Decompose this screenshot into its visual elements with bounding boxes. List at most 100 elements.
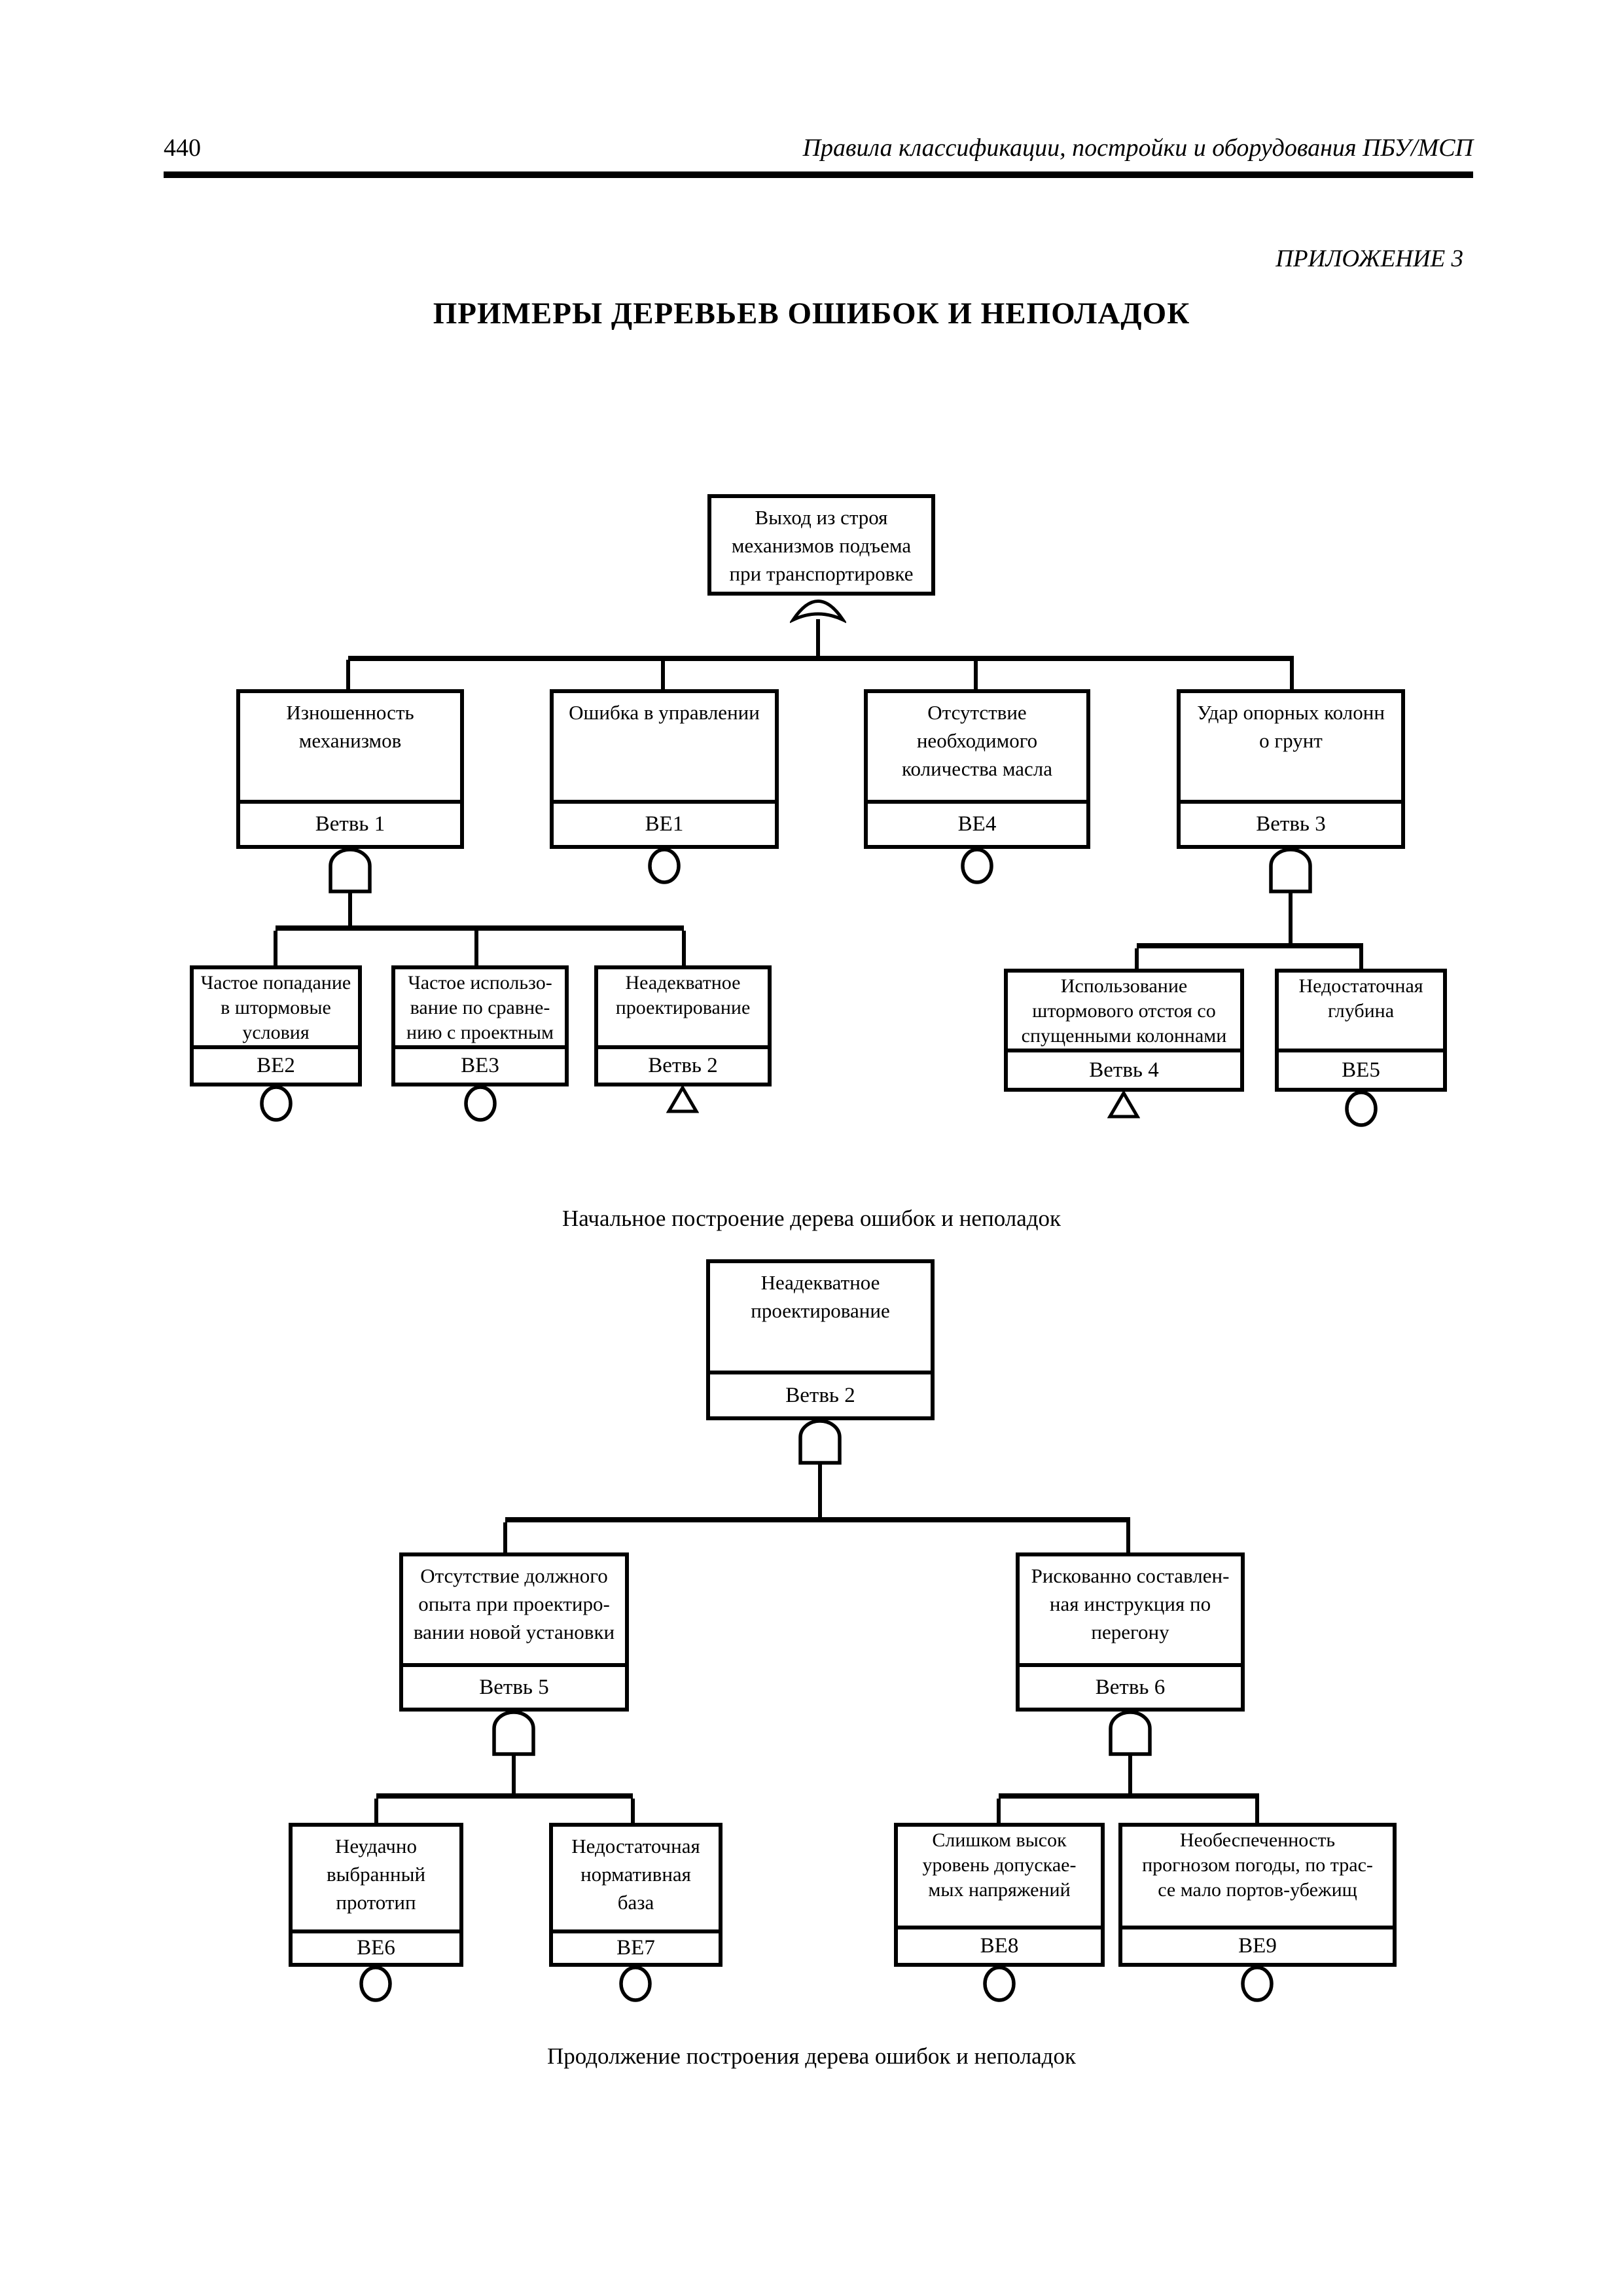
- node-label: Ветвь 2: [710, 1371, 931, 1416]
- node-label: ВЕ8: [898, 1926, 1101, 1963]
- tree1-node-be1: Ошибка в управлении ВЕ1: [550, 689, 779, 849]
- basic-event-circle-icon: [260, 1085, 293, 1122]
- connector-line: [974, 660, 978, 689]
- connector-line: [682, 931, 686, 965]
- connector-line: [1290, 660, 1294, 689]
- node-text: Слишком высок уровень допускае- мых напр…: [922, 1829, 1077, 1901]
- basic-event-circle-icon: [619, 1965, 652, 2002]
- tree1-node-be3: Частое использо- вание по сравне- нию с …: [391, 965, 569, 1086]
- running-title: Правила классификации, постройки и обору…: [802, 134, 1473, 162]
- basic-event-circle-icon: [961, 848, 993, 884]
- and-gate-icon: [1109, 1710, 1152, 1756]
- connector-line: [512, 1755, 516, 1796]
- connector-line: [661, 660, 665, 689]
- tree1-caption: Начальное построение дерева ошибок и неп…: [562, 1206, 1061, 1231]
- connector-line: [474, 931, 478, 965]
- connector-line: [346, 660, 350, 689]
- connector-line: [503, 1522, 507, 1552]
- or-gate-icon: [790, 600, 846, 623]
- tree1-node-vetv4: Использование штормового отстоя со спуще…: [1004, 969, 1244, 1092]
- and-gate-icon: [798, 1419, 842, 1465]
- connector-line: [1289, 892, 1293, 946]
- appendix-label: ПРИЛОЖЕНИЕ 3: [1275, 245, 1463, 272]
- and-gate-icon: [492, 1710, 535, 1756]
- node-text: Отсутствие должного опыта при проектиро-…: [413, 1564, 615, 1643]
- node-label: Ветвь 2: [598, 1045, 768, 1083]
- page-number: 440: [164, 134, 201, 162]
- basic-event-circle-icon: [464, 1085, 497, 1122]
- tree1-node-be4: Отсутствие необходимого количества масла…: [864, 689, 1090, 849]
- connector-line: [1126, 1522, 1130, 1552]
- node-label: ВЕ9: [1122, 1926, 1393, 1963]
- page-title: ПРИМЕРЫ ДЕРЕВЬЕВ ОШИБОК И НЕПОЛАДОК: [433, 296, 1190, 331]
- connector-line: [818, 1463, 822, 1520]
- node-text: Отсутствие необходимого количества масла: [902, 701, 1052, 780]
- transfer-triangle-icon: [666, 1085, 699, 1113]
- tree1-top-event-box: Выход из строя механизмов подъема при тр…: [707, 494, 935, 596]
- tree2-node-vetv6: Рискованно составлен- ная инструкция по …: [1016, 1552, 1245, 1712]
- connector-line: [348, 892, 352, 928]
- tree2-node-be7: Недостаточная нормативная база ВЕ7: [549, 1823, 722, 1967]
- node-label: Ветвь 5: [403, 1663, 625, 1708]
- node-label: ВЕ6: [293, 1929, 459, 1963]
- transfer-triangle-icon: [1107, 1090, 1140, 1119]
- node-text: Изношенность механизмов: [286, 701, 414, 752]
- connector-line: [374, 1799, 378, 1823]
- node-text: Рискованно составлен- ная инструкция по …: [1031, 1564, 1230, 1643]
- and-gate-icon: [1269, 848, 1312, 893]
- connector-line: [1135, 948, 1139, 969]
- node-text: Необеспеченность прогнозом погоды, по тр…: [1142, 1829, 1373, 1901]
- header-rule: [164, 171, 1473, 178]
- node-text: Частое использо- вание по сравне- нию с …: [406, 972, 554, 1043]
- node-label: Ветвь 6: [1020, 1663, 1241, 1708]
- connector-line: [1128, 1755, 1132, 1796]
- tree2-node-vetv5: Отсутствие должного опыта при проектиро-…: [399, 1552, 629, 1712]
- tree1-node-vetv2: Неадекватное проектирование Ветвь 2: [594, 965, 772, 1086]
- node-label: ВЕ3: [395, 1045, 565, 1083]
- node-text: Выход из строя механизмов подъема при тр…: [729, 506, 914, 585]
- node-text: Неадекватное проектирование: [751, 1271, 890, 1322]
- tree2-node-be8: Слишком высок уровень допускае- мых напр…: [894, 1823, 1105, 1967]
- node-text: Удар опорных колонн о грунт: [1197, 701, 1385, 752]
- node-label: Ветвь 1: [240, 800, 460, 845]
- tree1-node-vetv1: Изношенность механизмов Ветвь 1: [236, 689, 464, 849]
- connector-line: [348, 656, 1294, 661]
- node-label: ВЕ2: [194, 1045, 358, 1083]
- connector-line: [631, 1799, 635, 1823]
- connector-line: [505, 1517, 1130, 1522]
- tree1-node-vetv3: Удар опорных колонн о грунт Ветвь 3: [1177, 689, 1405, 849]
- tree1-node-be5: Недостаточная глубина ВЕ5: [1275, 969, 1447, 1092]
- connector-line: [274, 931, 277, 965]
- node-text: Недостаточная нормативная база: [571, 1835, 700, 1914]
- node-text: Неудачно выбранный прототип: [326, 1835, 426, 1914]
- tree2-node-be6: Неудачно выбранный прототип ВЕ6: [289, 1823, 463, 1967]
- tree2-caption: Продолжение построения дерева ошибок и н…: [546, 2043, 1076, 2069]
- connector-line: [376, 1793, 633, 1799]
- node-label: Ветвь 4: [1008, 1049, 1240, 1088]
- node-label: ВЕ5: [1279, 1049, 1443, 1088]
- basic-event-circle-icon: [648, 848, 681, 884]
- connector-line: [997, 1799, 1001, 1823]
- connector-line: [999, 1793, 1259, 1799]
- basic-event-circle-icon: [983, 1965, 1016, 2002]
- and-gate-icon: [329, 848, 372, 893]
- tree2-node-be9: Необеспеченность прогнозом погоды, по тр…: [1118, 1823, 1397, 1967]
- node-text: Частое попадание в штормовые условия: [200, 972, 351, 1043]
- tree1-node-be2: Частое попадание в штормовые условия ВЕ2: [190, 965, 362, 1086]
- connector-line: [276, 925, 684, 931]
- connector-line: [816, 619, 820, 658]
- basic-event-circle-icon: [1345, 1090, 1378, 1127]
- node-label: ВЕ7: [553, 1929, 719, 1963]
- connector-line: [1255, 1799, 1259, 1823]
- node-label: ВЕ4: [868, 800, 1086, 845]
- node-text: Использование штормового отстоя со спуще…: [1021, 975, 1227, 1047]
- node-label: Ветвь 3: [1181, 800, 1401, 845]
- node-text: Недостаточная глубина: [1298, 975, 1423, 1022]
- node-label: ВЕ1: [554, 800, 775, 845]
- basic-event-circle-icon: [359, 1965, 392, 2002]
- node-text: Неадекватное проектирование: [615, 972, 751, 1018]
- connector-line: [1359, 948, 1363, 969]
- basic-event-circle-icon: [1241, 1965, 1274, 2002]
- connector-line: [1137, 943, 1363, 948]
